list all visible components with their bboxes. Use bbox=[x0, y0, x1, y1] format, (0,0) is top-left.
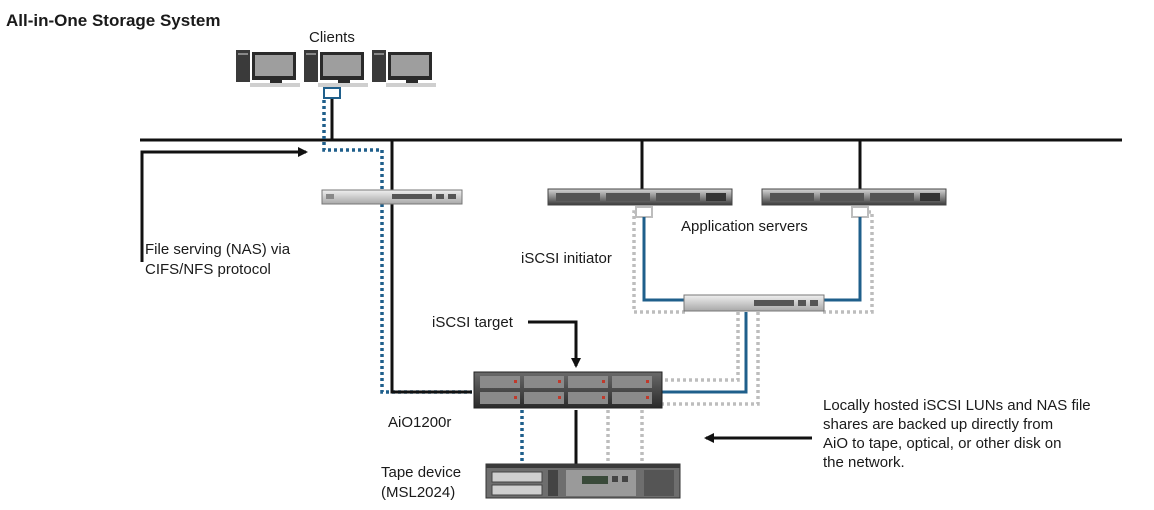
client-port-icon bbox=[323, 87, 341, 99]
application-server-1-icon bbox=[547, 188, 733, 206]
aio1200r-storage-icon bbox=[473, 371, 663, 409]
tape-device-label-line2: (MSL2024) bbox=[381, 484, 455, 501]
diagram-title: All-in-One Storage System bbox=[6, 11, 220, 30]
aio-network-line bbox=[390, 140, 472, 394]
iscsi-port-server-2-icon bbox=[851, 206, 869, 218]
iscsi-initiator-label: iSCSI initiator bbox=[521, 250, 612, 267]
client-computer-3-icon bbox=[372, 50, 436, 87]
switch-to-aio-dotted-line bbox=[662, 312, 740, 382]
client-computer-2-icon bbox=[304, 50, 368, 87]
iscsi-target-arrow bbox=[528, 320, 581, 368]
iscsi-network-switch-icon bbox=[683, 294, 825, 312]
iscsi-target-label: iSCSI target bbox=[432, 314, 514, 331]
switch-to-aio-line bbox=[662, 312, 748, 394]
iscsi-port-server-1-icon bbox=[635, 206, 653, 218]
tape-device-label-line1: Tape device bbox=[381, 464, 461, 481]
server-1-iscsi-line bbox=[642, 217, 686, 302]
file-serving-label-line2: CIFS/NFS protocol bbox=[145, 261, 271, 278]
clients-label: Clients bbox=[309, 29, 355, 46]
backup-note-line1: Locally hosted iSCSI LUNs and NAS file bbox=[823, 397, 1091, 414]
backup-note-line3: AiO to tape, optical, or other disk on bbox=[823, 435, 1061, 452]
server-2-iscsi-dotted-line bbox=[822, 210, 874, 314]
server-1-iscsi-dotted-line bbox=[632, 210, 686, 314]
file-serving-label-line1: File serving (NAS) via bbox=[145, 241, 291, 258]
client-computer-1-icon bbox=[236, 50, 300, 87]
aio-label: AiO1200r bbox=[388, 414, 451, 431]
application-server-2-icon bbox=[761, 188, 947, 206]
file-serving-arrow bbox=[140, 147, 308, 262]
nas-network-switch-icon bbox=[321, 189, 463, 205]
switch-to-aio-dotted-line-2 bbox=[662, 312, 760, 406]
server-2-iscsi-line bbox=[822, 217, 862, 302]
application-servers-label: Application servers bbox=[681, 218, 808, 235]
backup-note-line2: shares are backed up directly from bbox=[823, 416, 1053, 433]
backup-note-line4: the network. bbox=[823, 454, 905, 471]
nas-path-dotted-line bbox=[322, 100, 472, 394]
tape-library-icon bbox=[485, 463, 681, 499]
